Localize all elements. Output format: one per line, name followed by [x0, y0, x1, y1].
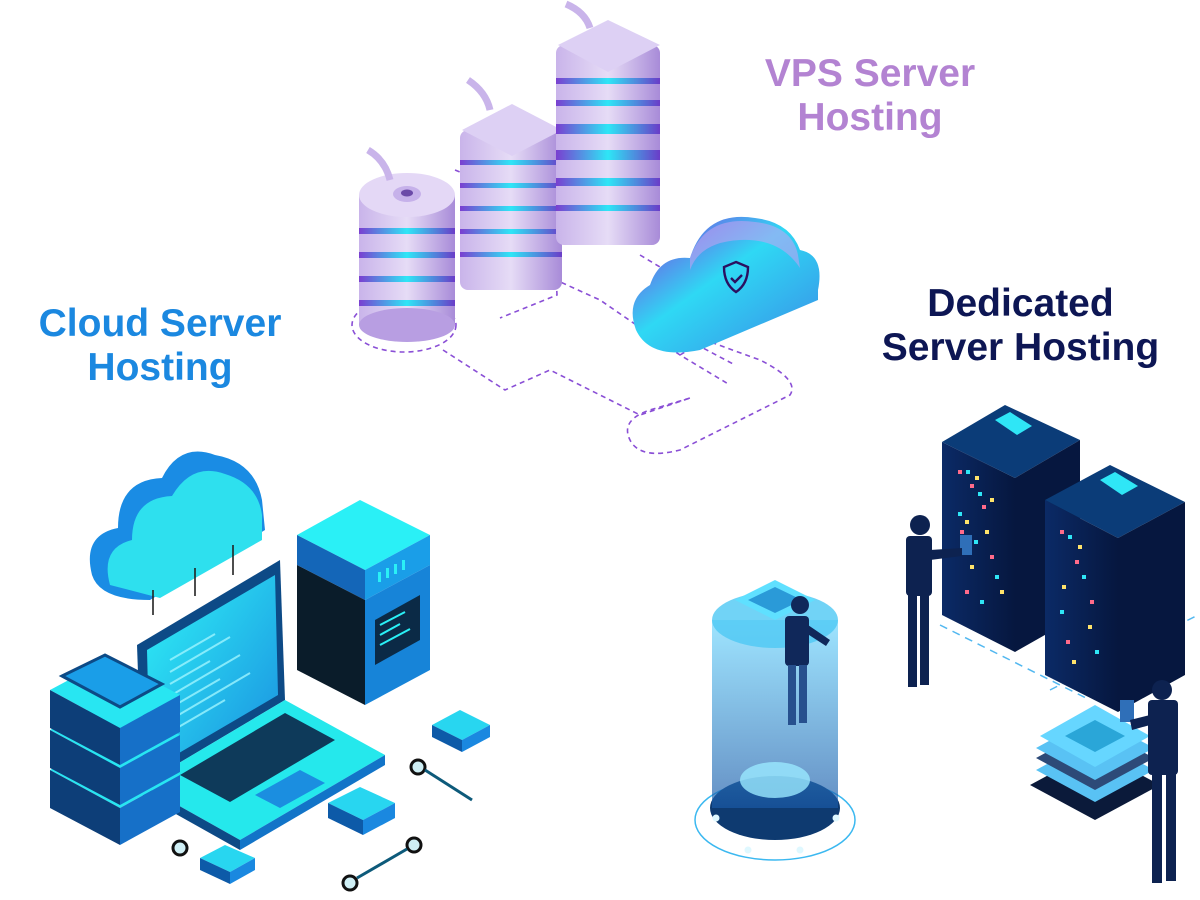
- cloud-server-hosting-label: Cloud Server Hosting: [10, 302, 310, 390]
- vps-tower-server-1: [460, 77, 562, 290]
- shield-check-icon: [722, 260, 750, 294]
- cloud-icon: [89, 451, 266, 615]
- security-cloud: [632, 216, 820, 353]
- cloud-cluster: [50, 451, 490, 892]
- cable-icon: [564, 0, 594, 30]
- vps-label-line2: Hosting: [797, 96, 943, 140]
- network-nodes: [171, 710, 490, 892]
- person-figure: [906, 515, 972, 687]
- cloud-rack-stack: [50, 653, 180, 845]
- dedicated-label-line2: Server Hosting: [881, 326, 1160, 370]
- dedicated-cluster: [694, 405, 1199, 883]
- led-grid: [958, 470, 1004, 604]
- person-figure: [1120, 680, 1178, 883]
- vps-server-hosting-label: VPS Server Hosting: [735, 52, 1005, 140]
- tablet-icon: [960, 535, 972, 555]
- vps-cluster: [351, 0, 820, 455]
- cable-icon: [366, 146, 394, 181]
- dedicated-server-hosting-label: Dedicated Server Hosting: [848, 282, 1193, 370]
- dedicated-rack-2: [1045, 465, 1185, 712]
- cloud-label-line2: Hosting: [87, 346, 233, 390]
- cloud-tower-server: [297, 500, 430, 705]
- cloud-label-line1: Cloud Server: [38, 302, 282, 345]
- hologram-server: [694, 580, 856, 861]
- dedicated-label-line1: Dedicated: [927, 282, 1114, 325]
- person-figure: [785, 596, 830, 725]
- cable-icon: [465, 77, 494, 111]
- vps-label-line1: VPS Server: [764, 52, 976, 95]
- vps-tower-server-2: [556, 0, 660, 245]
- tablet-icon: [1120, 700, 1134, 722]
- phone-icon: [58, 653, 166, 709]
- vps-cylinder-server: [359, 146, 455, 342]
